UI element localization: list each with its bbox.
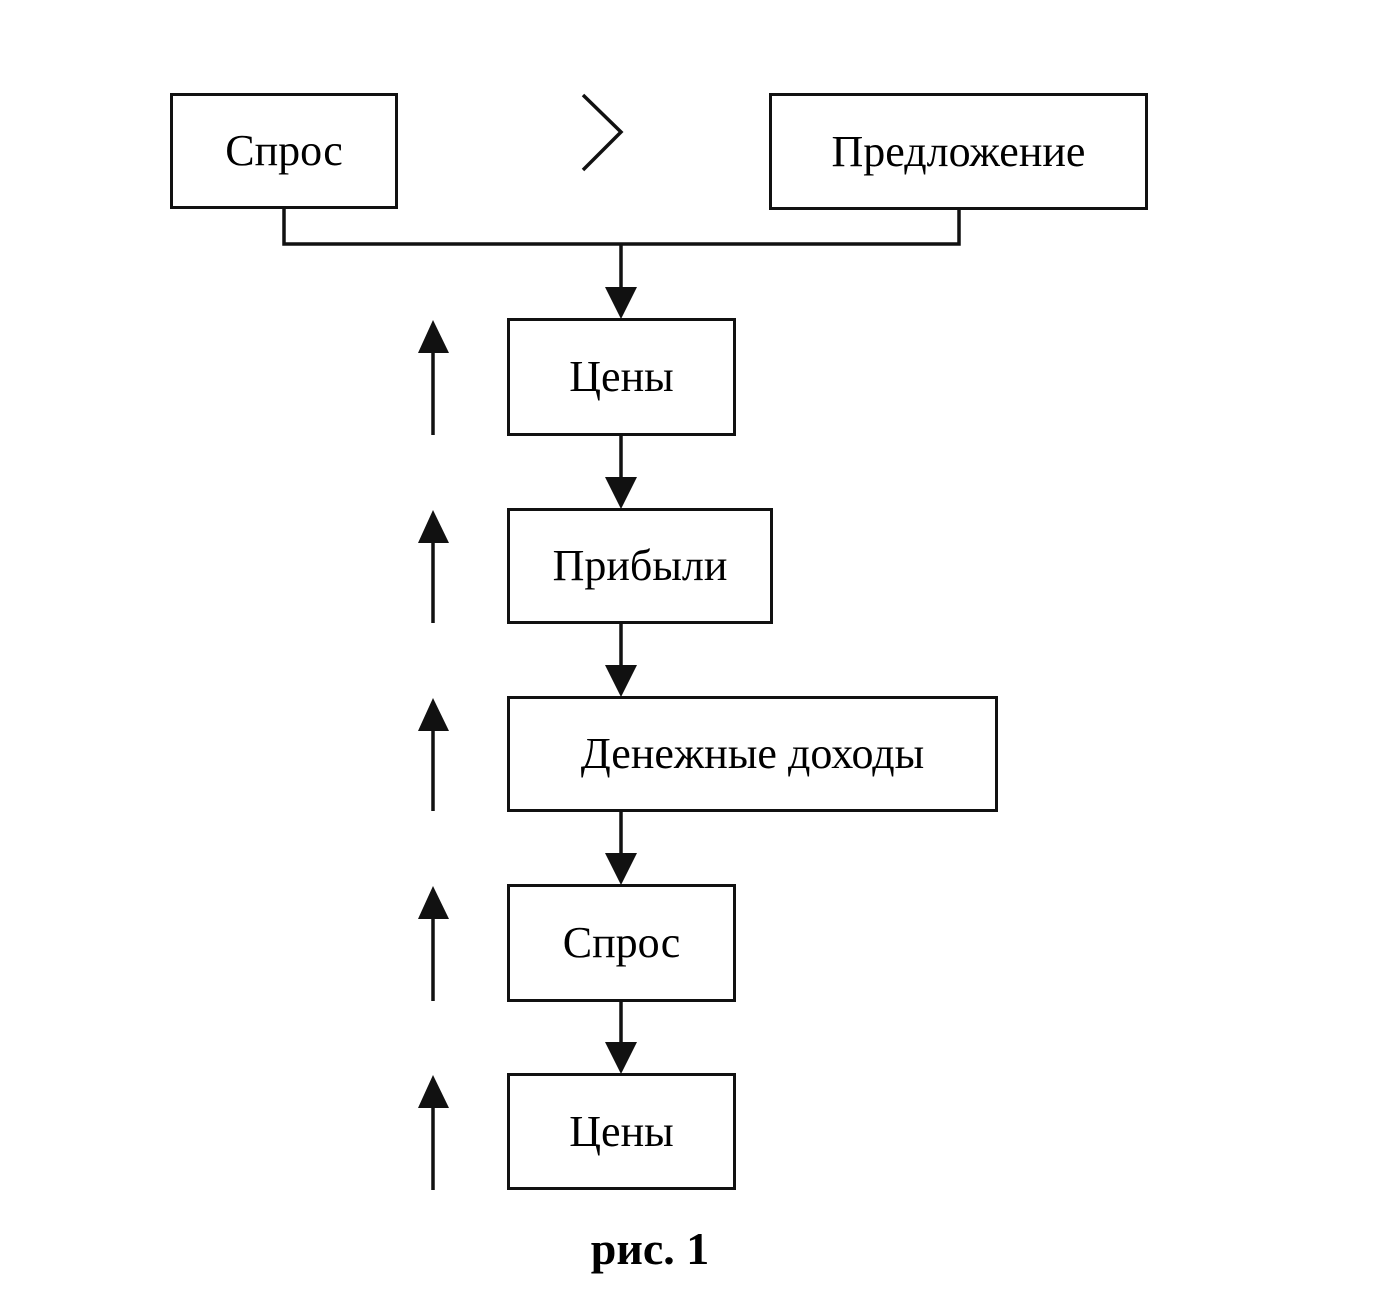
arrow-up-icon (418, 698, 449, 731)
chain-label: Спрос (562, 918, 681, 967)
arrow-up-icon (418, 320, 449, 353)
arrow-down-icon (605, 665, 637, 697)
demand-label-top: Спрос (225, 126, 343, 175)
arrow-up-icon (418, 510, 449, 543)
greater-than-icon (581, 93, 624, 172)
arrow-up-icon (418, 886, 449, 919)
chain-label: Денежные доходы (580, 729, 925, 778)
arrow-down-icon (605, 853, 637, 885)
demand-box-top: Спрос (170, 93, 398, 209)
arrow-down-icon (605, 287, 637, 319)
arrow-down-icon (605, 1042, 637, 1074)
chain-box-prices-2: Цены (507, 1073, 736, 1190)
chain-box-demand: Спрос (507, 884, 736, 1002)
chain-label: Цены (569, 352, 674, 401)
figure-caption: рис. 1 (590, 1223, 710, 1274)
arrow-up-icon (418, 1075, 449, 1108)
chain-box-prices-1: Цены (507, 318, 736, 436)
chain-label: Цены (569, 1106, 674, 1156)
chain-label: Прибыли (552, 541, 728, 590)
chain-box-profits: Прибыли (507, 508, 773, 624)
chain-box-money-income: Денежные доходы (507, 696, 998, 812)
arrow-down-icon (605, 477, 637, 509)
supply-label: Предложение (831, 126, 1086, 176)
supply-box: Предложение (769, 93, 1148, 210)
merge-connector (282, 209, 961, 246)
